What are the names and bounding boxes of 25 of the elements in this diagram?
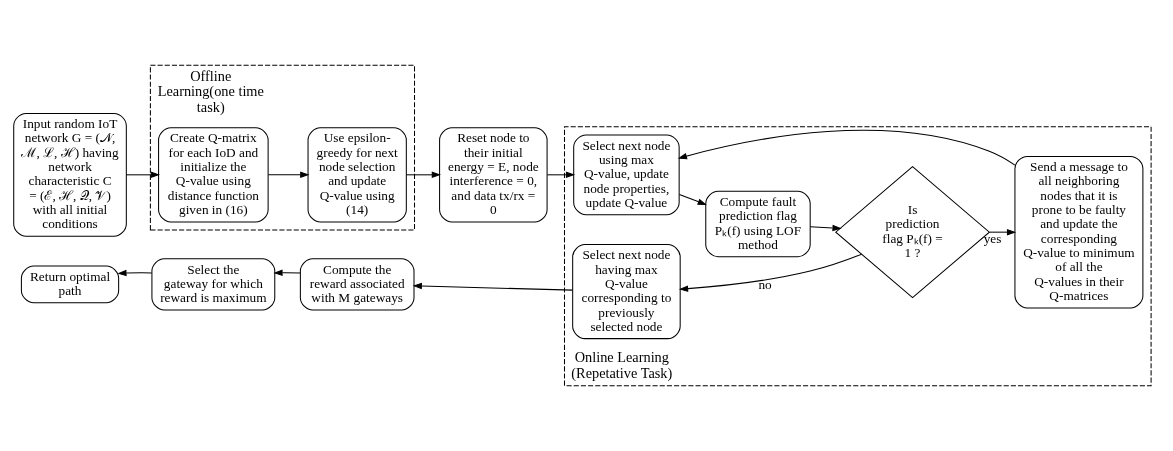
node-box: Use epsilon-greedy for next node selection and update Q-value using (14): [307, 127, 407, 223]
edge-label: no: [758, 277, 772, 293]
node-box: Select the gateway for which reward is maximum: [151, 258, 276, 311]
node-box: Reset node to their initial energy = E, node interference = 0, and data tx/rx = 0: [439, 127, 548, 223]
node-box: Input random IoT network G = (𝒩, ℳ, ℒ, ℋ) having network characteristic C = (ℰ, ℋ, 𝒬, 𝒱) with all initial conditions: [13, 112, 127, 237]
node-box: Select next node using max Q-value, update node properties, update Q-value: [573, 134, 680, 216]
arrow: [678, 194, 707, 205]
arrow: [677, 129, 1016, 166]
arrow: [117, 269, 153, 277]
arrow: [267, 171, 310, 179]
arrow: [273, 269, 301, 277]
node-box: Compute the reward associated with M gateways: [299, 258, 415, 311]
arrow: [678, 253, 863, 292]
arrow: [125, 171, 160, 179]
node-box: Send a message to all neighboring nodes that it is prone to be faulty and update the corresponding Q-value to minimum of all the Q-values in their Q-matrices: [1014, 155, 1144, 309]
edge-label: yes: [983, 230, 1002, 246]
arrow: [412, 282, 574, 291]
arrow: [406, 171, 441, 179]
node-box: Create Q-matrix for each IoD and initialize the Q-value using distance function given in (16): [158, 127, 269, 223]
node-box: Compute fault prediction flag Pₖ(f) using LOF method: [705, 190, 811, 258]
arrow: [988, 228, 1017, 236]
node-box: Return optimal path: [20, 265, 120, 304]
node-box: Select next node having max Q-value corresponding to previously selected node: [572, 243, 681, 340]
arrow: [546, 171, 576, 179]
arrow: [809, 224, 842, 232]
